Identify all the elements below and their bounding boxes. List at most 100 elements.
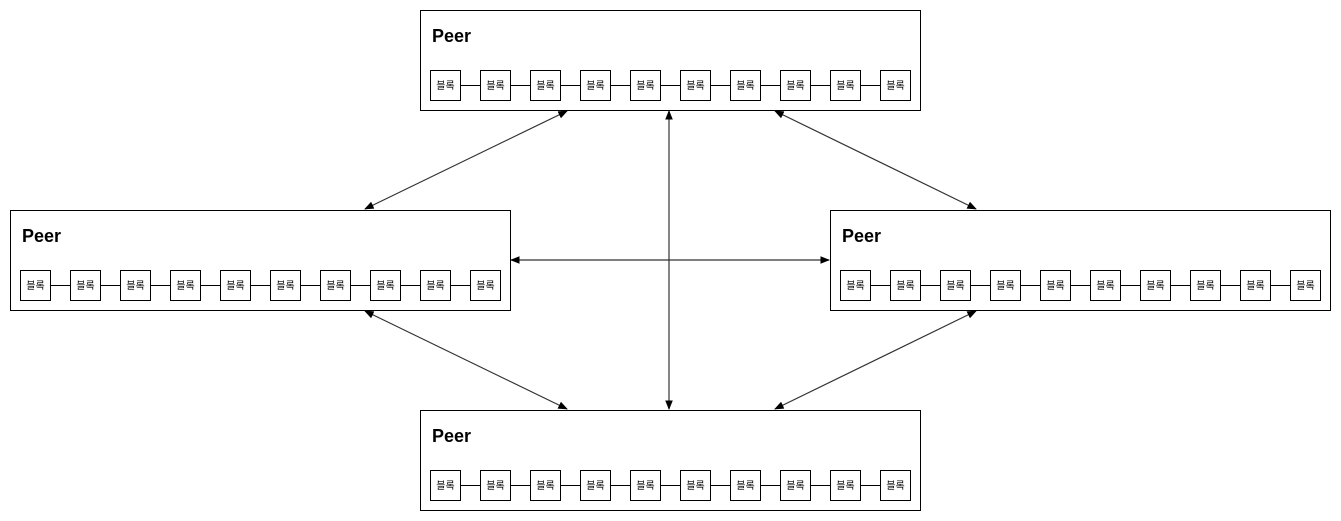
block-box <box>730 70 761 101</box>
block-box <box>170 270 201 301</box>
peer-right[interactable]: Peer 블록 블록 블록 블록 블록 블록 블록 블록 블록 블록 <box>830 210 1331 311</box>
block-label: 블록 <box>536 480 554 492</box>
block[interactable]: 블록 <box>530 70 561 101</box>
block[interactable]: 블록 <box>840 270 871 301</box>
block[interactable]: 블록 <box>1040 270 1071 301</box>
block[interactable]: 블록 <box>270 270 301 301</box>
block-label: 블록 <box>486 80 504 92</box>
block-box <box>680 470 711 501</box>
block-label: 블록 <box>686 80 704 92</box>
peer-title: Peer <box>432 426 471 446</box>
block-label: 블록 <box>686 480 704 492</box>
block[interactable]: 블록 <box>1140 270 1171 301</box>
block-label: 블록 <box>76 280 94 292</box>
block[interactable]: 블록 <box>580 70 611 101</box>
block[interactable]: 블록 <box>880 70 911 101</box>
block[interactable]: 블록 <box>630 70 661 101</box>
peer-title: Peer <box>22 226 61 246</box>
block-label: 블록 <box>276 280 294 292</box>
block[interactable]: 블록 <box>780 70 811 101</box>
block-box <box>680 70 711 101</box>
block-label: 블록 <box>886 80 904 92</box>
connection-top-right <box>774 110 977 210</box>
block-box <box>630 70 661 101</box>
block-label: 블록 <box>536 80 554 92</box>
block-box <box>890 270 921 301</box>
block[interactable]: 블록 <box>420 270 451 301</box>
block[interactable]: 블록 <box>780 470 811 501</box>
block[interactable]: 블록 <box>1240 270 1271 301</box>
block[interactable]: 블록 <box>880 470 911 501</box>
block-label: 블록 <box>1246 280 1264 292</box>
block-label: 블록 <box>896 280 914 292</box>
block[interactable]: 블록 <box>940 270 971 301</box>
block[interactable]: 블록 <box>830 470 861 501</box>
block[interactable]: 블록 <box>1190 270 1221 301</box>
block[interactable]: 블록 <box>530 470 561 501</box>
block[interactable]: 블록 <box>730 70 761 101</box>
block-label: 블록 <box>836 80 854 92</box>
block-label: 블록 <box>886 480 904 492</box>
block[interactable]: 블록 <box>220 270 251 301</box>
block-label: 블록 <box>1296 280 1314 292</box>
block[interactable]: 블록 <box>430 470 461 501</box>
block[interactable]: 블록 <box>580 470 611 501</box>
block[interactable]: 블록 <box>480 70 511 101</box>
block[interactable]: 블록 <box>70 270 101 301</box>
block[interactable]: 블록 <box>730 470 761 501</box>
block-label: 블록 <box>176 280 194 292</box>
block-box <box>1290 270 1321 301</box>
block[interactable]: 블록 <box>890 270 921 301</box>
block-box <box>1040 270 1071 301</box>
block-label: 블록 <box>786 80 804 92</box>
block[interactable]: 블록 <box>170 270 201 301</box>
block-label: 블록 <box>996 280 1014 292</box>
block-box <box>1090 270 1121 301</box>
block[interactable]: 블록 <box>990 270 1021 301</box>
block[interactable]: 블록 <box>370 270 401 301</box>
block-label: 블록 <box>736 80 754 92</box>
peer-top[interactable]: Peer 블록 블록 블록 블록 블록 블록 블록 블록 블록 블록 <box>420 10 921 111</box>
block-label: 블록 <box>436 80 454 92</box>
block-box <box>20 270 51 301</box>
block-label: 블록 <box>586 480 604 492</box>
block[interactable]: 블록 <box>830 70 861 101</box>
block[interactable]: 블록 <box>430 70 461 101</box>
block[interactable]: 블록 <box>120 270 151 301</box>
peer-title: Peer <box>432 26 471 46</box>
block-label: 블록 <box>836 480 854 492</box>
block[interactable]: 블록 <box>320 270 351 301</box>
peer-title: Peer <box>842 226 881 246</box>
block-box <box>480 70 511 101</box>
block-box <box>580 470 611 501</box>
block[interactable]: 블록 <box>1090 270 1121 301</box>
block[interactable]: 블록 <box>630 470 661 501</box>
block-box <box>430 70 461 101</box>
block-box <box>630 470 661 501</box>
block-label: 블록 <box>476 280 494 292</box>
block-box <box>830 470 861 501</box>
connection-right-bottom <box>774 310 977 410</box>
block[interactable]: 블록 <box>1290 270 1321 301</box>
block-box <box>840 270 871 301</box>
block[interactable]: 블록 <box>470 270 501 301</box>
block[interactable]: 블록 <box>20 270 51 301</box>
peer-left[interactable]: Peer 블록 블록 블록 블록 블록 블록 블록 블록 블록 블록 <box>10 210 511 311</box>
block-box <box>580 70 611 101</box>
block-label: 블록 <box>126 280 144 292</box>
block[interactable]: 블록 <box>680 470 711 501</box>
block-box <box>370 270 401 301</box>
block-label: 블록 <box>946 280 964 292</box>
block-label: 블록 <box>436 480 454 492</box>
block-label: 블록 <box>786 480 804 492</box>
block[interactable]: 블록 <box>480 470 511 501</box>
block-box <box>1190 270 1221 301</box>
block-label: 블록 <box>846 280 864 292</box>
block-box <box>420 270 451 301</box>
block-label: 블록 <box>1196 280 1214 292</box>
block[interactable]: 블록 <box>680 70 711 101</box>
block-box <box>880 470 911 501</box>
peer-bottom[interactable]: Peer 블록 블록 블록 블록 블록 블록 블록 블록 블록 블록 <box>420 410 921 511</box>
